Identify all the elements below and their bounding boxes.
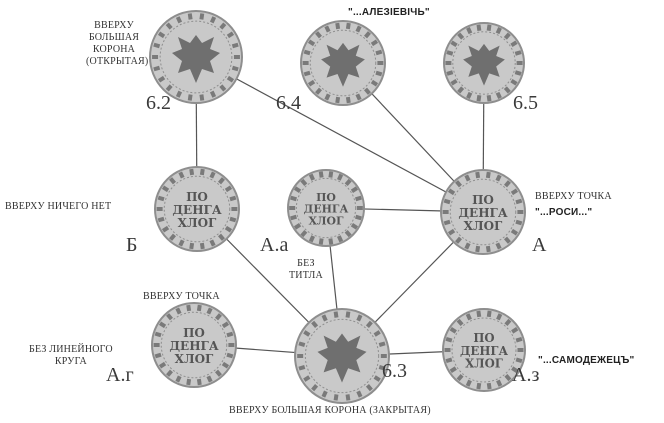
- coin-legend-text: ПО: [186, 190, 208, 204]
- note-a-a: БЕЗ ТИТЛА: [289, 258, 323, 282]
- note-6-3: ВВЕРХУ БОЛЬШАЯ КОРОНА (ЗАКРЫТАЯ): [229, 405, 431, 417]
- code-a-z: А.з: [512, 364, 539, 386]
- note-6-4: "...АЛЕЗІЕВІЧЬ": [348, 7, 430, 19]
- note2-a-g: БЕЗ ЛИНЕЙНОГО КРУГА: [29, 344, 113, 368]
- note-6-2: ВВЕРХУ БОЛЬШАЯ КОРОНА (ОТКРЫТАЯ): [86, 20, 142, 68]
- note-a: ВВЕРХУ ТОЧКА: [535, 191, 612, 203]
- coin-legend-text: ХЛОГ: [465, 357, 503, 371]
- coin-legend-text: ХЛОГ: [308, 214, 344, 227]
- coin-legend-text: ПО: [183, 326, 205, 340]
- coin-n65: [444, 23, 524, 103]
- coin-legend-text: ДЕНГА: [458, 206, 507, 220]
- coin-n64: [301, 21, 385, 105]
- note2-a: "...РОСИ...": [535, 207, 592, 219]
- code-6-4: 6.4: [276, 92, 301, 114]
- coin-legend-text: ХЛОГ: [464, 219, 503, 233]
- note-a-z: "...САМОДЕЖЕЦЪ": [538, 355, 635, 367]
- note-a-g: ВВЕРХУ ТОЧКА: [143, 291, 220, 303]
- coins: ПОДЕНГАХЛОГПОДЕНГАХЛОГПОДЕНГАХЛОГПОДЕНГА…: [150, 11, 525, 403]
- note-b: ВВЕРХУ НИЧЕГО НЕТ: [5, 201, 111, 213]
- coin-n62: [150, 11, 242, 103]
- code-6-2: 6.2: [146, 92, 171, 114]
- coin-legend-text: ДЕНГА: [172, 203, 221, 217]
- code-6-3: 6.3: [382, 360, 407, 382]
- coin-legend-text: ДЕНГА: [169, 339, 218, 353]
- coin-n63: [295, 309, 389, 403]
- code-a-a: А.а: [260, 234, 288, 256]
- coin-legend-text: ХЛОГ: [178, 216, 217, 230]
- coin-legend-text: ПО: [472, 193, 494, 207]
- code-a: А: [532, 234, 546, 256]
- code-6-5: 6.5: [513, 92, 538, 114]
- coin-legend-text: ХЛОГ: [175, 352, 214, 366]
- code-b: Б: [126, 234, 137, 256]
